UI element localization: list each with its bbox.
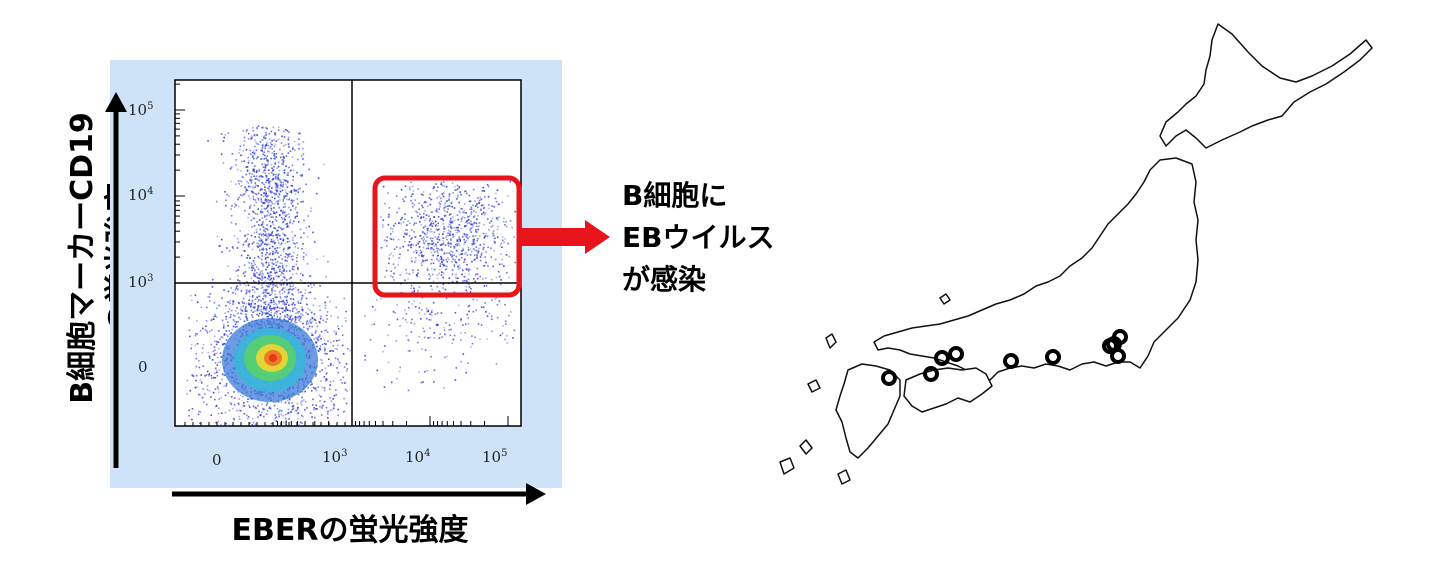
y-tick-label: 0 (138, 358, 148, 376)
x-tick-label: 0 (212, 451, 222, 469)
island-outline (799, 439, 813, 455)
callout-arrow (519, 220, 610, 254)
shikoku-outline (903, 367, 993, 413)
hokkaido-outline (1159, 23, 1373, 149)
callout-line: B細胞に (622, 179, 728, 212)
callout-text: B細胞に EBウイルス が感染 (622, 175, 774, 301)
x-axis-arrow (172, 483, 546, 505)
kyushu-outline (835, 363, 901, 459)
map-marker (1106, 336, 1122, 352)
callout-line: が感染 (622, 263, 707, 296)
x-tick-label: 104 (405, 448, 431, 466)
x-tick-label: 105 (482, 448, 508, 466)
y-axis-arrow (105, 92, 127, 468)
map-marker (881, 370, 897, 386)
honshu-outline (873, 157, 1199, 381)
island-outline (837, 469, 851, 485)
island-outline (825, 333, 837, 349)
y-tick-label: 105 (128, 101, 154, 119)
map-marker (923, 366, 939, 382)
y-tick-label: 103 (128, 273, 154, 291)
map-marker (1003, 353, 1019, 369)
density-hotspot (222, 318, 318, 402)
map-marker (948, 346, 964, 362)
island-outline (939, 293, 951, 305)
y-tick-label: 104 (128, 186, 154, 204)
island-outline (779, 457, 795, 475)
map-marker (1045, 349, 1061, 365)
x-tick-label: 103 (322, 448, 348, 466)
x-axis-label: EBERの蛍光強度 (231, 513, 469, 548)
infection-site-markers (881, 329, 1128, 386)
callout-line: EBウイルス (622, 221, 775, 254)
island-outline (807, 379, 821, 393)
map-marker (934, 350, 950, 366)
